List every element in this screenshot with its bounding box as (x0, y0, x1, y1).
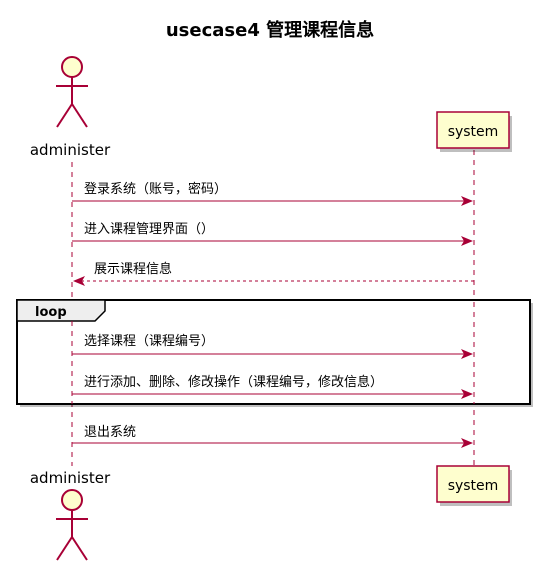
message-label: 进入课程管理界面（） (84, 222, 214, 237)
message-select-course: 选择课程（课程编号） (72, 334, 473, 359)
system-label-bottom: system (448, 478, 499, 494)
message-enter-course-management: 进入课程管理界面（） (72, 222, 473, 246)
system-box-top: system (436, 111, 512, 152)
message-label: 选择课程（课程编号） (84, 334, 214, 349)
actor-bottom: administer (30, 469, 111, 561)
message-label: 展示课程信息 (94, 261, 172, 277)
message-add-delete-modify: 进行添加、删除、修改操作（课程编号，修改信息） (72, 374, 473, 399)
message-show-course-info: 展示课程信息 (73, 261, 474, 286)
actor-head-icon (61, 56, 83, 78)
message-label: 登录系统（账号，密码） (84, 181, 227, 197)
actor-label-top: administer (30, 141, 111, 159)
message-exit-system: 退出系统 (72, 425, 473, 448)
message-label: 进行添加、删除、修改操作（课程编号，修改信息） (84, 374, 383, 390)
system-label-top: system (448, 124, 499, 140)
actor-label-bottom: administer (30, 469, 111, 487)
system-box-bottom: system (436, 465, 512, 506)
diagram-title: usecase4 管理课程信息 (166, 19, 374, 41)
loop-frame: loop (16, 299, 533, 407)
message-login: 登录系统（账号，密码） (72, 181, 473, 206)
actor-top: administer (30, 56, 111, 159)
loop-label: loop (35, 305, 67, 320)
message-label: 退出系统 (84, 425, 136, 440)
actor-head-icon (61, 489, 83, 511)
